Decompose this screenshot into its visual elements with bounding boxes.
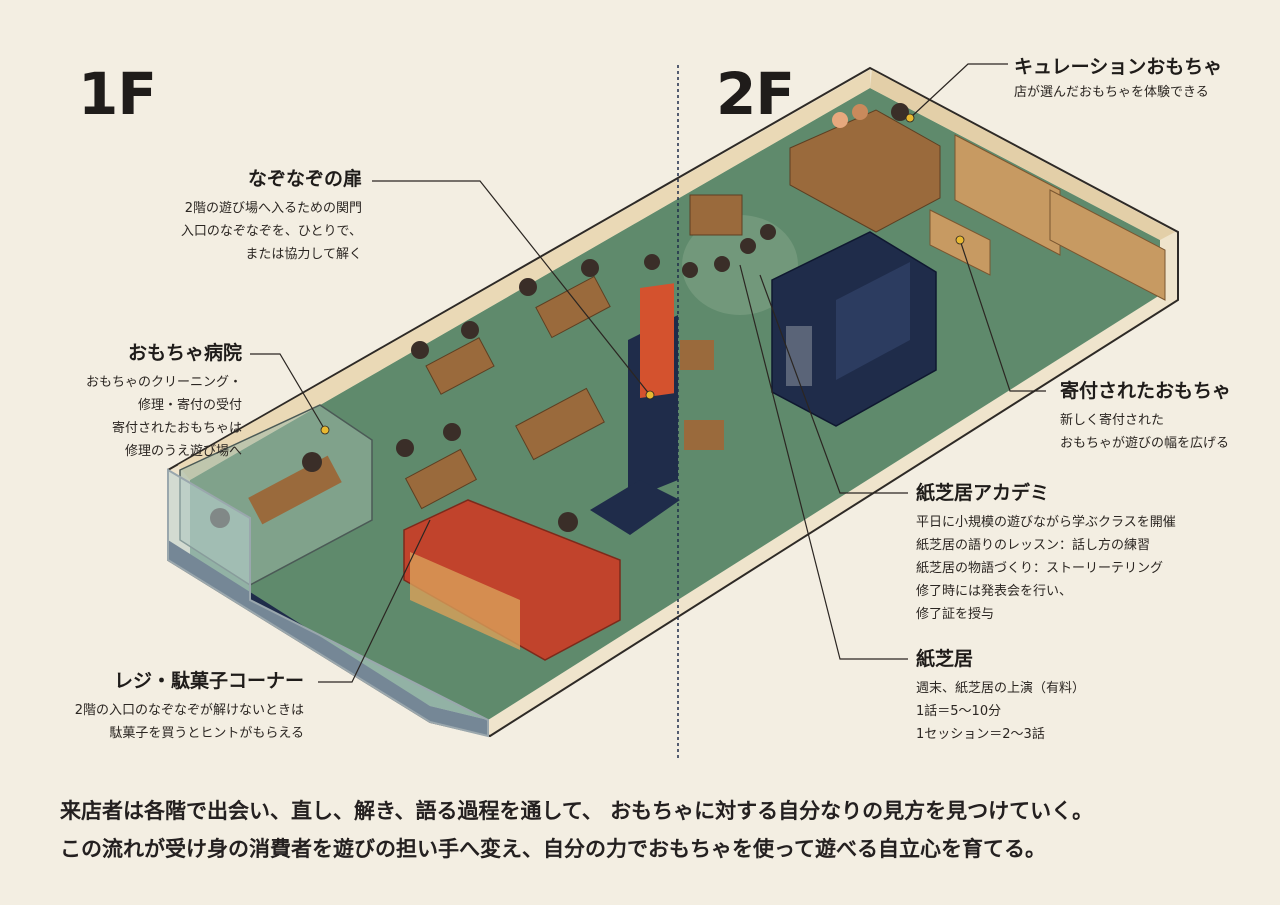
leader-dots [320,113,965,435]
callout-line: 2階の入口のなぞなぞが解けないときは [74,702,304,718]
callout-line: 週末、紙芝居の上演（有料） [916,680,1086,696]
footer-summary: 来店者は各階で出会い、直し、解き、語る過程を通して、 おもちゃに対する自分なりの… [60,792,1240,868]
callout-line: 紙芝居の語りのレッスン：話し方の練習 [916,537,1151,553]
callout-line: 紙芝居の物語づくり：ストーリーテリング [916,560,1164,576]
callout-line: 新しく寄付された [1060,412,1165,428]
glass-storefront [167,468,489,738]
stair-steps [836,262,910,380]
callout-line: または協力して解く [245,246,362,262]
callout-title: 紙芝居アカデミ [916,482,1050,504]
callout-line: 入口のなぞなぞを、ひとりで、 [180,223,362,239]
donated-toy-shelves [929,134,1166,301]
callout-register-corner: レジ・駄菓子コーナー 2階の入口のなぞなぞが解けないときは 駄菓子を買うとヒント… [30,670,304,745]
callout-nazonazo-door: なぞなぞの扉 2階の遊び場へ入るための関門 入口のなぞなぞを、ひとりで、 または… [150,168,362,266]
callout-kamishibai-academy: 紙芝居アカデミ 平日に小規模の遊びながら学ぶクラスを開催 紙芝居の語りのレッスン… [916,482,1216,626]
riddle-door [640,283,674,399]
footer-line-2: この流れが受け身の消費者を遊びの担い手へ変え、自分の力でおもちゃを使って遊べる自… [60,837,1046,861]
callout-donated-toys: 寄付されたおもちゃ 新しく寄付された おもちゃが遊びの幅を広げる [1060,380,1270,455]
callout-title: おもちゃ病院 [127,342,242,364]
toy-display [789,103,941,233]
players [396,259,599,457]
leader-lines [250,63,1046,683]
callout-title: 寄付されたおもちゃ [1060,380,1232,402]
back-wall-right [870,70,1175,240]
callout-curation-toys: キュレーションおもちゃ 店が選んだおもちゃを体験できる [1014,56,1254,104]
floor-label-2f: 2F [716,60,795,128]
cashier [558,512,578,532]
game-tables [404,275,611,510]
callout-title: レジ・駄菓子コーナー [113,670,304,692]
callout-line: おもちゃが遊びの幅を広げる [1060,435,1230,451]
register-counter [403,499,621,661]
footer-line-1: 来店者は各階で出会い、直し、解き、語る過程を通して、 おもちゃに対する自分なりの… [60,799,1094,823]
callout-line: 駄菓子を買うとヒントがもらえる [109,725,304,741]
callout-line: 修了時には発表会を行い、 [916,583,1073,599]
floor-label-1f: 1F [78,60,157,128]
callout-title: 紙芝居 [916,648,974,670]
callout-line: 修理のうえ遊び場へ [124,443,242,459]
2f-table-2 [684,420,724,450]
audience [644,224,776,278]
callout-toy-hospital: おもちゃ病院 おもちゃのクリーニング・ 修理・寄付の受付 寄付されたおもちゃは … [50,342,242,463]
kamishibai-stage [689,194,743,236]
callout-line: 2階の遊び場へ入るための関門 [184,200,362,216]
callout-line: 修理・寄付の受付 [137,397,242,413]
stairs-down [590,480,680,535]
callout-kamishibai: 紙芝居 週末、紙芝居の上演（有料） 1話＝5〜10分 1セッション＝2〜3話 [916,648,1136,746]
callout-line: 寄付されたおもちゃは [111,420,242,436]
callout-line: 修了証を授与 [916,606,995,622]
repair-workbench [248,455,342,525]
callout-line: おもちゃのクリーニング・ [85,374,242,390]
callout-line: 平日に小規模の遊びながら学ぶクラスを開催 [916,514,1176,530]
repair-staff [302,452,322,472]
back-wall-left [178,70,870,480]
callout-line: 店が選んだおもちゃを体験できる [1014,84,1209,100]
candy-shelf [410,552,520,650]
callout-title: なぞなぞの扉 [247,168,362,190]
callout-line: 1セッション＝2〜3話 [916,726,1045,742]
callout-title: キュレーションおもちゃ [1014,56,1223,78]
callout-line: 1話＝5〜10分 [916,703,1002,719]
2f-table [680,340,714,370]
